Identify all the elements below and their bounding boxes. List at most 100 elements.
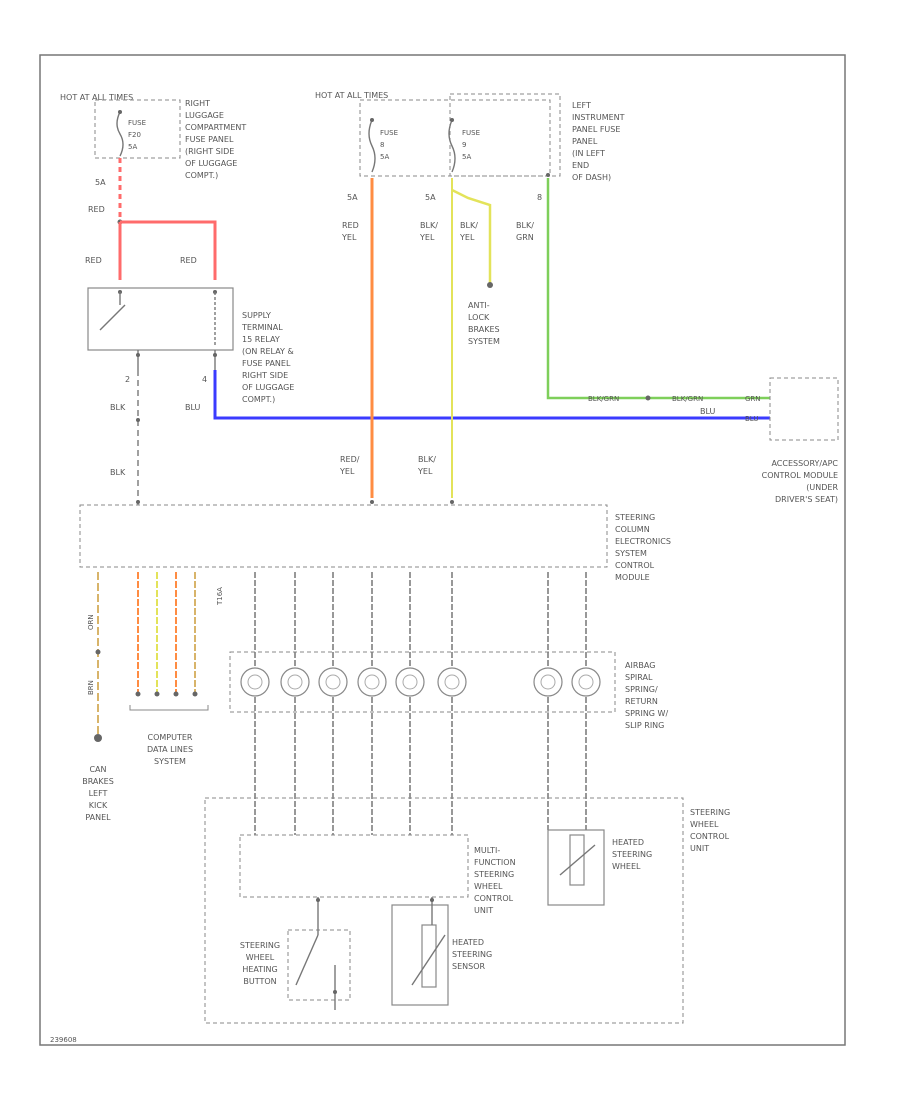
hw-desc-line-1: STEERING [612,850,652,859]
grn-term-label: GRN [745,395,761,403]
red-yel-bottom-label: RED/YEL [339,455,360,476]
mf-desc-line-1: FUNCTION [474,858,516,867]
relay-pin-right: 4 [202,375,207,384]
left-panel-desc-line-0: LEFT [572,101,591,110]
hs-desc-line-1: STEERING [452,950,492,959]
left-fuse-panel: HOT AT ALL TIMES FUSE 8 5A FUSE 9 5A LEF… [315,91,625,182]
data-line-end-3 [192,691,198,697]
airbag-desc-line-1: SPIRAL [625,673,653,682]
fuse-a-1: FUSE [380,129,398,137]
spiral-coil-6 [533,667,563,697]
computer-desc-line-0: COMPUTER [148,733,193,742]
data-lines-brace [129,705,209,711]
spiral-coils [240,572,601,835]
blk-label-1: BLK [110,403,126,412]
scm-desc-line-5: MODULE [615,573,650,582]
hot-label-mid: HOT AT ALL TIMES [315,91,388,100]
swcu-desc-line-0: STEERING [690,808,730,817]
red-yel-bottom-line-0: RED/ [340,455,360,464]
spiral-coil-3 [357,667,387,697]
blu-term-label: BLU [745,415,758,423]
relay-desc-line-6: OF LUGGAGE [242,383,294,392]
can-desc-line-1: BRAKES [82,777,114,786]
abs-desc-line-0: ANTI- [468,301,490,310]
hb-desc-line-3: BUTTON [243,977,276,986]
heated-sensor-box [391,904,449,1006]
num-5a-1: 5A [347,193,358,202]
red-yel-bottom-line-1: YEL [339,467,355,476]
relay-desc-line-1: TERMINAL [241,323,283,332]
red-yel-top-line-0: RED [342,221,359,230]
diagram-frame [39,54,846,1046]
accessory-desc-line-1: CONTROL MODULE [762,471,838,480]
diagram-id: 239608 [50,1036,77,1044]
right-panel-desc-line-1: LUGGAGE [185,111,224,120]
spiral-coil-4 [395,667,425,697]
relay-desc-line-2: 15 RELAY [242,335,280,344]
fuse-a-3: 5A [380,153,389,161]
steering-wheel-control-unit [204,797,684,1024]
blk-yel-top-label: BLK/YEL [419,221,438,242]
accessory-desc-line-3: DRIVER'S SEAT) [775,495,838,504]
relay-desc-line-7: COMPT.) [242,395,275,404]
blk-label-2: BLK [110,468,126,477]
blk-yel-abs-label: BLK/YEL [459,221,478,242]
can-desc-line-3: KICK [89,801,108,810]
abs-desc-line-2: BRAKES [468,325,500,334]
fuse-a-2: 8 [380,141,384,149]
data-line-end-1 [154,691,160,697]
right-panel-desc-line-0: RIGHT [185,99,210,108]
multi-function-unit [239,834,469,898]
red-wire-split [118,220,217,280]
fuse-out-label: 5A [95,178,106,187]
computer-desc-line-1: DATA LINES [147,745,193,754]
spiral-coil-inner-4 [402,674,418,690]
hw-desc-line-0: HEATED [612,838,644,847]
mf-desc-line-4: CONTROL [474,894,514,903]
blk-grn-h2: BLK/GRN [672,395,703,403]
airbag-desc-line-2: SPRING/ [625,685,658,694]
right-fuse-panel: HOT AT ALL TIMES FUSE F20 5A RIGHTLUGGAG… [60,93,246,180]
scm-desc-line-0: STEERING [615,513,655,522]
steering-column-module [79,504,608,568]
right-panel-desc-line-6: COMPT.) [185,171,218,180]
fuse-left-line3: 5A [128,143,137,151]
mf-desc-line-2: STEERING [474,870,514,879]
airbag-desc-line-5: SLIP RING [625,721,664,730]
hb-desc-line-1: WHEEL [246,953,275,962]
hb-desc-line-2: HEATING [242,965,277,974]
fuse-left-line1: FUSE [128,119,146,127]
spiral-coil-inner-6 [540,674,556,690]
can-desc-line-0: CAN [89,765,106,774]
blk-yel-bottom-line-1: YEL [417,467,433,476]
left-panel-desc-line-3: PANEL [572,137,598,146]
blk-grn-top-line-1: GRN [516,233,534,242]
scm-desc-line-3: SYSTEM [615,549,647,558]
spiral-coil-inner-1 [287,674,303,690]
scm-desc-line-2: ELECTRONICS [615,537,671,546]
blk-yel-bottom-label: BLK/YEL [417,455,436,476]
spiral-coil-7 [571,667,601,697]
fuse-b-1: FUSE [462,129,480,137]
can-desc-line-4: PANEL [85,813,111,822]
spiral-coil-1 [280,667,310,697]
num-5a-2: 5A [425,193,436,202]
airbag-desc-line-0: AIRBAG [625,661,655,670]
fuse-left-line2: F20 [128,131,141,139]
blk-grn-h1: BLK/GRN [588,395,619,403]
can-desc-line-2: LEFT [89,789,108,798]
hs-desc-line-0: HEATED [452,938,484,947]
swcu-desc-line-1: WHEEL [690,820,719,829]
right-panel-desc-line-3: FUSE PANEL [185,135,234,144]
blu-h-label: BLU [700,407,716,416]
blk-grn-top-label: BLK/GRN [516,221,534,242]
